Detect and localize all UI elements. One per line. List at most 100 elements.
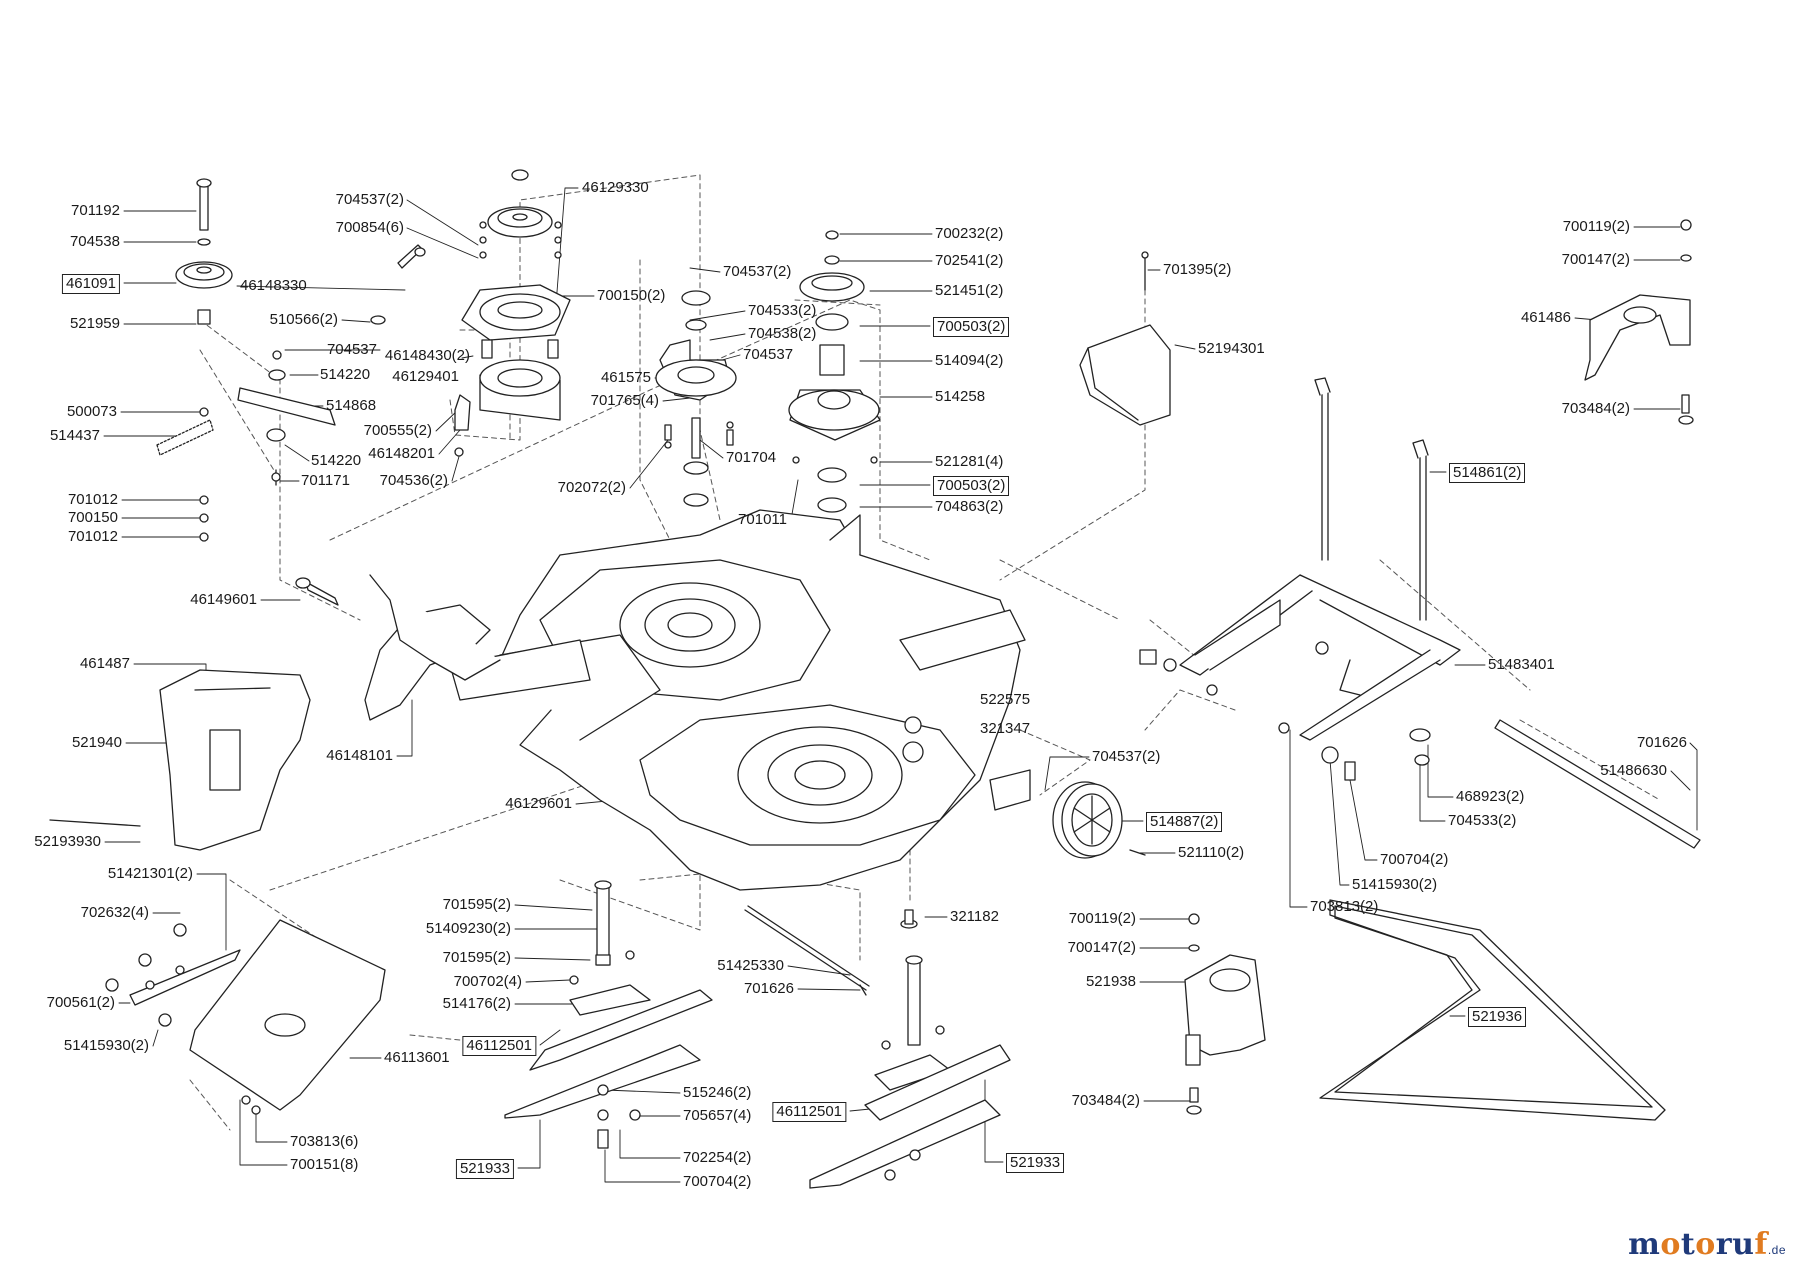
part-number-label: 700151(8) <box>290 1156 359 1173</box>
motoruf-logo: motoruf.de <box>1628 1227 1786 1262</box>
part-number-label: 510566(2) <box>269 311 338 328</box>
part-number-label: 521940 <box>71 734 122 751</box>
part-number-label: 521933 <box>455 1159 514 1179</box>
part-number-label: 700147(2) <box>1067 939 1136 956</box>
part-number-label: 700150 <box>67 509 118 526</box>
mower-deck-housing <box>449 509 1031 891</box>
part-number-label: 514220 <box>320 366 371 383</box>
part-number-label: 704536(2) <box>379 472 448 489</box>
part-number-label: 46112501 <box>462 1036 536 1056</box>
part-number-label: 701595(2) <box>442 896 511 913</box>
part-number-label: 700555(2) <box>363 422 432 439</box>
drive-pulley-clutch-assembly <box>370 169 571 457</box>
part-number-label: 704537(2) <box>335 191 404 208</box>
part-number-label: 46148101 <box>326 747 393 764</box>
part-number-label: 46129401 <box>392 368 459 385</box>
part-number-label: 51421301(2) <box>107 865 193 882</box>
part-number-label: 52194301 <box>1198 340 1265 357</box>
deck-wheel <box>1052 781 1146 859</box>
part-number-label: 704863(2) <box>935 498 1004 515</box>
part-number-label: 703813(2) <box>1310 898 1379 915</box>
part-number-label: 46148430(2) <box>384 347 470 364</box>
part-number-label: 515246(2) <box>683 1084 752 1101</box>
part-number-label: 51483401 <box>1488 656 1555 673</box>
part-number-label: 52193930 <box>34 833 101 850</box>
part-number-label: 514176(2) <box>442 995 511 1012</box>
part-number-label: 46148201 <box>368 445 435 462</box>
part-number-label: 702541(2) <box>935 252 1004 269</box>
part-number-label: 321347 <box>980 720 1031 737</box>
v-belt-521936 <box>1319 899 1666 1121</box>
part-number-label: 700119(2) <box>1068 910 1136 927</box>
part-number-label: 514094(2) <box>935 352 1004 369</box>
part-number-label: 701765(4) <box>590 392 659 409</box>
part-number-label: 51415930(2) <box>63 1037 149 1054</box>
part-number-label: 461486 <box>1520 309 1571 326</box>
part-number-label: 704538(2) <box>748 325 817 342</box>
part-number-label: 46148330 <box>240 277 307 294</box>
part-number-label: 500073 <box>66 403 117 420</box>
blade-support-plate <box>105 919 386 1115</box>
part-number-label: 703813(6) <box>290 1133 359 1150</box>
blade-assembly-right <box>809 909 1011 1189</box>
spindle-housing-right <box>788 230 881 513</box>
part-number-label: 521281(4) <box>935 453 1004 470</box>
part-number-label: 700704(2) <box>1380 851 1449 868</box>
part-number-label: 46113601 <box>384 1049 450 1066</box>
part-number-label: 521933 <box>1006 1153 1065 1173</box>
part-number-label: 700704(2) <box>683 1173 752 1190</box>
part-number-label: 46149601 <box>190 591 257 608</box>
part-number-label: 702072(2) <box>557 479 626 496</box>
part-number-label: 522575 <box>980 691 1031 708</box>
part-number-label: 701704 <box>726 449 777 466</box>
part-number-label: 701012 <box>67 528 118 545</box>
part-number-label: 521959 <box>69 315 120 332</box>
part-number-label: 521110(2) <box>1178 844 1245 861</box>
part-number-label: 704533(2) <box>1448 812 1517 829</box>
part-number-label: 700232(2) <box>935 225 1004 242</box>
part-number-label: 514437 <box>49 427 100 444</box>
part-number-label: 46112501 <box>772 1102 846 1122</box>
part-number-label: 701395(2) <box>1163 261 1232 278</box>
part-number-label: 700561(2) <box>46 994 115 1011</box>
rod-51425330 <box>744 905 870 996</box>
part-number-label: 51486630 <box>1600 762 1667 779</box>
part-number-label: 700150(2) <box>597 287 666 304</box>
spindle-housing-left <box>655 290 737 507</box>
part-number-label: 701192 <box>71 202 120 219</box>
part-number-label: 514220 <box>311 452 362 469</box>
part-number-label: 700147(2) <box>1561 251 1630 268</box>
part-number-label: 701171 <box>301 472 350 489</box>
part-number-label: 700503(2) <box>933 476 1010 496</box>
part-number-label: 705657(4) <box>683 1107 752 1124</box>
part-number-label: 700854(6) <box>335 219 404 236</box>
part-number-label: 321182 <box>950 908 999 925</box>
part-number-label: 702254(2) <box>683 1149 752 1166</box>
part-number-label: 701595(2) <box>442 949 511 966</box>
part-number-label: 700503(2) <box>933 317 1010 337</box>
tension-pulley-assembly <box>156 178 336 542</box>
part-number-label: 700702(4) <box>453 973 522 990</box>
part-number-label: 46129601 <box>505 795 572 812</box>
part-number-label: 514868 <box>326 397 377 414</box>
part-number-label: 704538 <box>69 233 120 250</box>
bracket-461486 <box>1584 219 1694 425</box>
part-number-label: 700119(2) <box>1562 218 1630 235</box>
part-number-label: 521936 <box>1468 1007 1527 1027</box>
part-number-label: 701626 <box>743 980 794 997</box>
part-number-label: 704537 <box>743 346 794 363</box>
part-number-label: 521938 <box>1085 973 1136 990</box>
part-number-label: 701011 <box>738 511 787 528</box>
blade-assembly-left <box>504 880 713 1149</box>
discharge-chute <box>49 574 501 851</box>
part-number-label: 461091 <box>61 274 120 294</box>
part-number-label: 468923(2) <box>1456 788 1525 805</box>
part-number-label: 701626 <box>1636 734 1687 751</box>
part-number-label: 461487 <box>79 655 130 672</box>
part-number-label: 704537 <box>326 341 377 358</box>
part-number-label: 51409230(2) <box>425 920 511 937</box>
height-adjust-rods <box>1314 377 1429 621</box>
part-number-label: 703484(2) <box>1561 400 1630 417</box>
